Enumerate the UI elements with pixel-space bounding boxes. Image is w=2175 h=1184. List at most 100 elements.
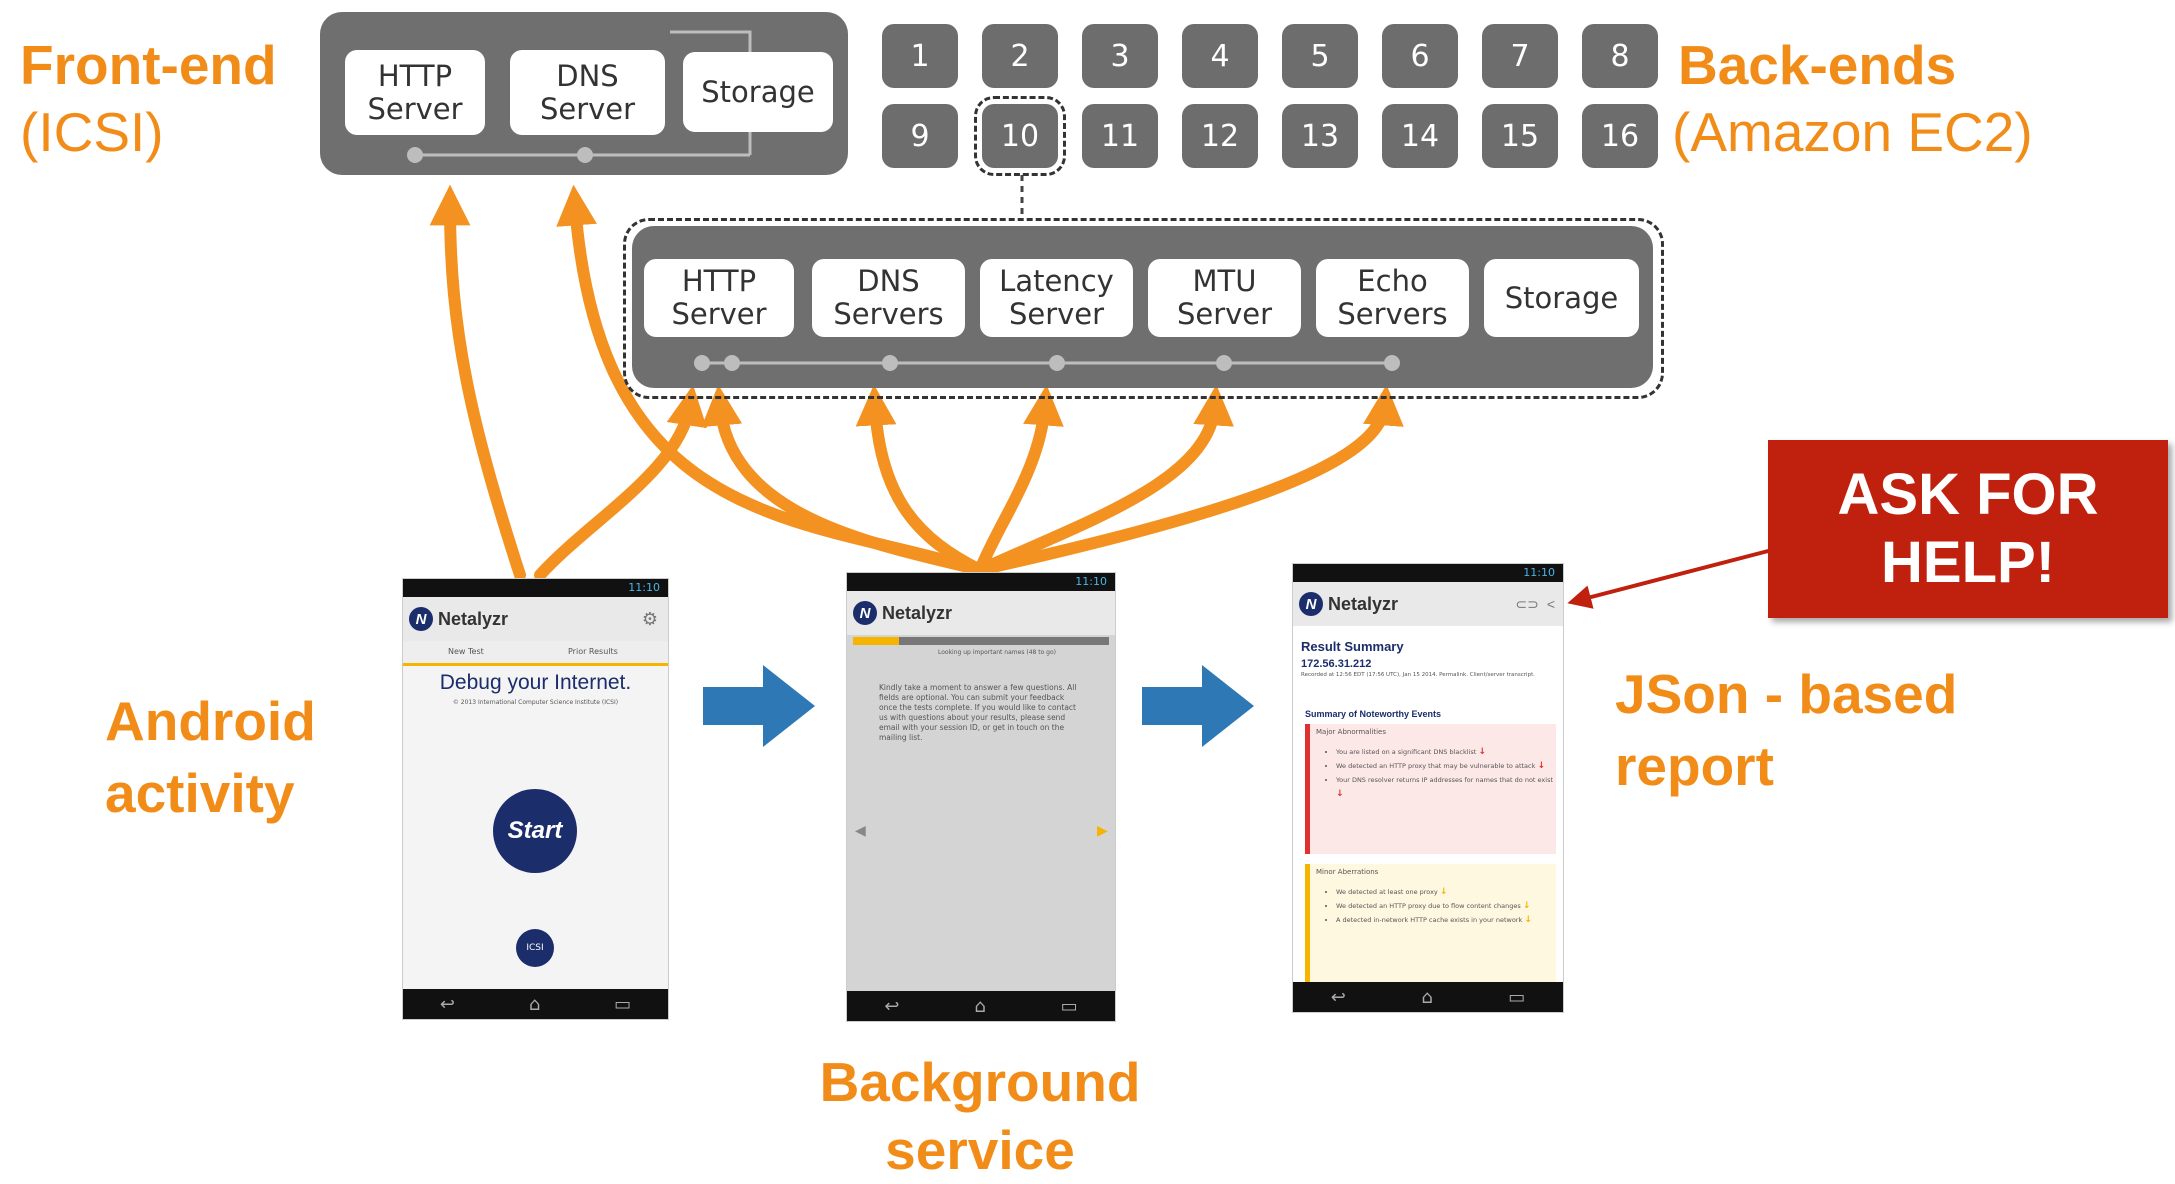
minor-heading: Minor Aberrations [1316, 868, 1379, 876]
backend-instance-2: 2 [982, 24, 1058, 88]
frontend-bus-lines [407, 30, 752, 163]
ask-for-help-label: ASK FOR HELP! [1837, 462, 2099, 595]
next-page-icon[interactable]: ▶ [1097, 823, 1108, 839]
backend-instance-7: 7 [1482, 24, 1558, 88]
major-list: You are listed on a significant DNS blac… [1320, 745, 1556, 801]
backend-dns-line1: DNS [857, 264, 920, 298]
backend-instance-5: 5 [1282, 24, 1358, 88]
json-report-label: JSon - based report [1615, 663, 1958, 797]
recents-nav-icon[interactable]: ▭ [1508, 986, 1526, 1008]
arrow-service-to-backend-dns [855, 384, 986, 576]
frontend-storage-label: Storage [701, 74, 815, 109]
backend-storage: Storage [1484, 259, 1639, 337]
backend-instance-16: 16 [1582, 104, 1658, 168]
app-bar: N Netalyzr [847, 591, 1115, 635]
settings-icon[interactable]: ⚙ [641, 608, 658, 629]
link-icon[interactable]: ⊂⊃ [1515, 595, 1539, 612]
major-heading: Major Abnormalities [1316, 728, 1387, 736]
arrow-service-to-backend-http [701, 384, 986, 576]
down-arrow-icon: ↓ [1537, 761, 1545, 771]
icsi-logo: ICSI [516, 929, 554, 967]
tab-new-test[interactable]: New Test [448, 647, 484, 656]
arrow-service-to-backend-mtu [974, 384, 1234, 576]
progress-fill [853, 637, 900, 645]
list-item: Your DNS resolver returns IP addresses f… [1336, 773, 1556, 801]
status-bar: 11:10 [1293, 564, 1563, 582]
backend-instance-14: 14 [1382, 104, 1458, 168]
backend-panel-dashed-border [623, 218, 1664, 399]
netalyzr-logo-icon: N [1299, 592, 1323, 616]
down-arrow-icon: ↓ [1336, 789, 1344, 799]
home-nav-icon[interactable]: ⌂ [528, 993, 541, 1015]
backend-http-line1: HTTP [681, 264, 757, 298]
android-activity-label: Android activity [105, 690, 316, 824]
frontend-storage: Storage [683, 52, 833, 132]
list-item: You are listed on a significant DNS blac… [1336, 745, 1556, 759]
phone-android-activity: 11:10 N Netalyzr ⚙ New Test Prior Result… [402, 578, 669, 1020]
back-nav-icon[interactable]: ↩ [884, 995, 900, 1017]
down-arrow-icon: ↓ [1524, 915, 1532, 925]
arrow-service-to-backend-latency [974, 384, 1064, 576]
debug-headline: Debug your Internet. [439, 671, 632, 694]
share-icon[interactable]: < [1546, 596, 1555, 612]
status-time: 11:10 [1075, 575, 1107, 588]
backend-latency-line1: Latency [999, 264, 1114, 298]
backend-dns-line2: Servers [833, 297, 944, 331]
backend-instance-4: 4 [1182, 24, 1258, 88]
list-item: We detected an HTTP proxy due to flow co… [1336, 899, 1556, 913]
ask-help-arrow [1567, 548, 1773, 609]
phone-json-report: 11:10 N Netalyzr ⊂⊃ < Result Summary 172… [1292, 563, 1564, 1013]
app-name: Netalyzr [438, 608, 509, 629]
list-item: We detected at least one proxy ↓ [1336, 885, 1556, 899]
backend-bus-lines [694, 355, 1400, 371]
ask-for-help-box[interactable]: ASK FOR HELP! [1768, 440, 2168, 618]
result-recorded: Recorded at 12:56 EDT (17:56 UTC), Jan 1… [1301, 672, 1535, 678]
start-button-label: Start [507, 817, 563, 844]
copyright: © 2013 International Computer Science In… [452, 699, 619, 706]
recents-nav-icon[interactable]: ▭ [614, 993, 632, 1015]
frontend-dns-line2: Server [539, 91, 636, 126]
progress-bar [853, 637, 1109, 645]
arrow-service-to-backend-echo [974, 384, 1404, 576]
backend-instance-15: 15 [1482, 104, 1558, 168]
frontend-title: Front-end [20, 34, 277, 96]
tab-prior-results[interactable]: Prior Results [568, 647, 618, 656]
start-button[interactable]: Start [493, 789, 577, 873]
result-ip: 172.56.31.212 [1301, 658, 1372, 670]
frontend-http-line1: HTTP [377, 58, 453, 93]
home-nav-icon[interactable]: ⌂ [974, 995, 986, 1017]
minor-list: We detected at least one proxy ↓We detec… [1320, 885, 1556, 927]
status-bar: 11:10 [847, 573, 1115, 591]
result-summary-title: Result Summary [1301, 639, 1404, 654]
netalyzr-logo-icon: N [853, 601, 877, 625]
backend-instance-3: 3 [1082, 24, 1158, 88]
back-nav-icon[interactable]: ↩ [1330, 986, 1346, 1008]
backend-instance-10: 10 [974, 96, 1066, 176]
icsi-logo-text: ICSI [526, 943, 544, 953]
backend-instance-12: 12 [1182, 104, 1258, 168]
backends-title: Back-ends [1678, 34, 1957, 96]
back-nav-icon[interactable]: ↩ [439, 993, 455, 1015]
recents-nav-icon[interactable]: ▭ [1060, 995, 1078, 1017]
down-arrow-icon: ↓ [1478, 747, 1486, 757]
frontend-dns-line1: DNS [556, 58, 619, 93]
list-item: A detected in-network HTTP cache exists … [1336, 913, 1556, 927]
app-bar: N Netalyzr ⊂⊃ < [1293, 582, 1563, 626]
down-arrow-icon: ↓ [1522, 901, 1531, 911]
nav-bar: ↩ ⌂ ▭ [847, 991, 1115, 1021]
backend-mtu-line2: Server [1176, 297, 1273, 331]
backend-mtu-line1: MTU [1192, 264, 1257, 298]
home-nav-icon[interactable]: ⌂ [1421, 986, 1433, 1008]
backend-http-line2: Server [671, 297, 767, 331]
prev-page-icon[interactable]: ◀ [855, 823, 866, 839]
down-arrow-icon: ↓ [1439, 887, 1448, 897]
tab-bar: New Test Prior Results [403, 641, 668, 666]
backend-instance-11: 11 [1082, 104, 1158, 168]
backend-storage-label: Storage [1504, 280, 1619, 315]
